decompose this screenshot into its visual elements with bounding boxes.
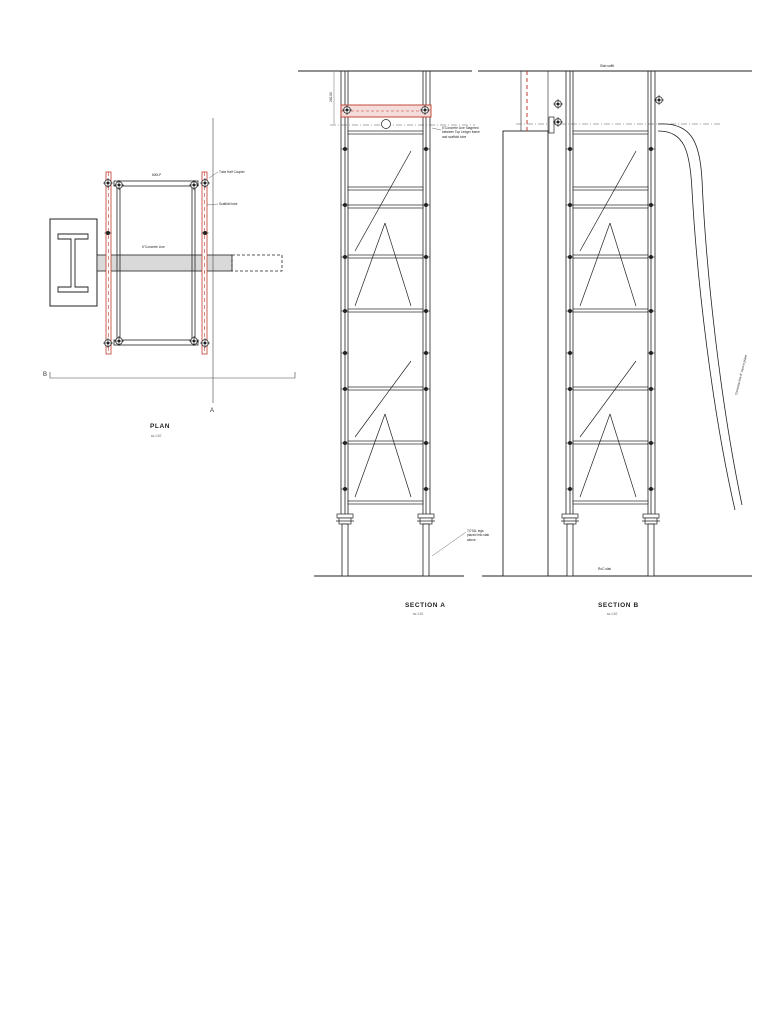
label-concrete-line: 6"Concrete Line: [142, 245, 165, 249]
label-pipe-note: Concrete line 6" cast in place: [734, 354, 748, 395]
label-rc-slab: RoC slab: [598, 567, 611, 571]
concrete-line-band: [96, 254, 233, 272]
concrete-column: [502, 130, 549, 577]
section-b-title: SECTION B: [598, 602, 639, 609]
plan-view: A B 600LP Tube Half Coupler Scaffold tub…: [43, 118, 296, 438]
section-line-b: [49, 372, 296, 379]
label-slab-soffit: Slab soffit: [600, 64, 614, 68]
section-a-title: SECTION A: [405, 602, 446, 609]
section-mark-a: A: [210, 408, 214, 414]
i-beam-section: [57, 233, 89, 293]
concrete-pipe: [657, 123, 743, 506]
section-a-scale: sc.1:10: [413, 612, 424, 616]
dim-top: 240.00: [329, 92, 333, 102]
label-coupler: Tube Half Coupler: [219, 170, 246, 174]
section-a-view: 240.00 6"Concrete Line Stagered between …: [298, 70, 489, 616]
concrete-line-dashed: [231, 254, 283, 272]
plan-title: PLAN: [150, 423, 170, 430]
section-b-view: Slab soffit RoC slab Concrete line 6" ca…: [478, 64, 752, 616]
legs-note: TOTAL legs placed into slab above: [431, 529, 489, 557]
section-b-scale: sc.1:10: [607, 612, 618, 616]
label-scaffold-tube: Scaffold tube: [219, 202, 238, 206]
section-mark-b: B: [43, 372, 47, 378]
plan-scale: sc.1:10: [151, 434, 162, 438]
concrete-note: 6"Concrete Line Stagered between Top Led…: [431, 126, 480, 139]
label-top-member: 600LP: [152, 173, 161, 177]
